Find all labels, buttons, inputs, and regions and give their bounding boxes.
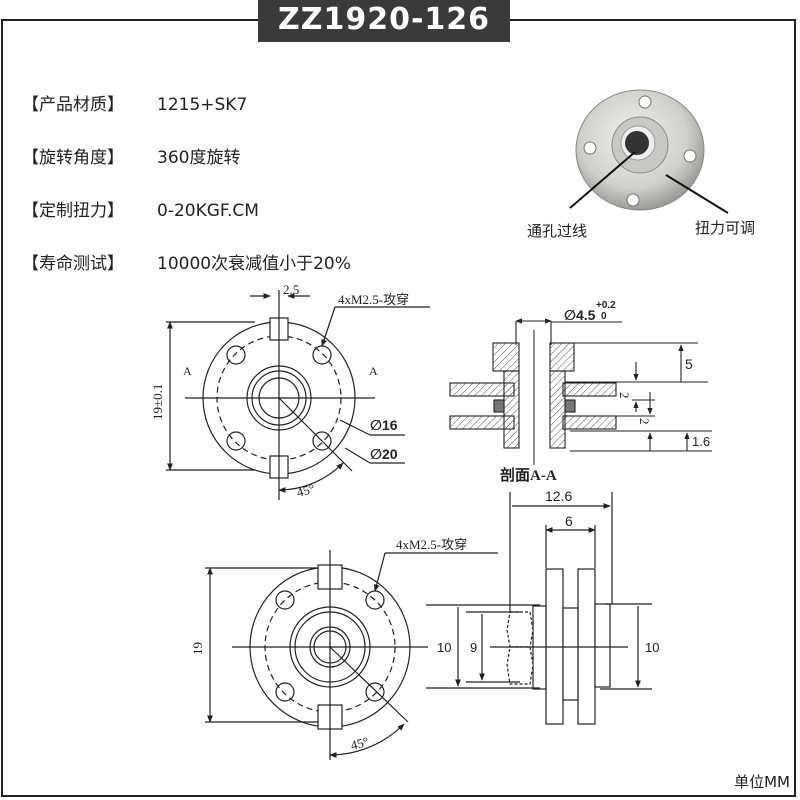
angle-dim-2: 45° [349,734,370,753]
outer-dia-dim: ∅20 [370,446,398,462]
spec-label: 【寿命测试】 [22,254,124,274]
thread-note: 4xM2.5-攻穿 [338,292,409,307]
section-caption: 剖面A-A [500,466,557,484]
gap-dim: 6 [565,513,573,529]
spec-value: 1215+SK7 [157,95,248,115]
thread-note-2: 4xM2.5-攻穿 [396,537,467,552]
product-title: ZZ1920-126 [258,0,510,42]
slot-width-dim: 2.5 [283,282,299,297]
spec-torque: 【定制扭力】 0-20KGF.CM [22,196,259,221]
spec-value: 360度旋转 [157,148,241,168]
height-dim: 19±0.1 [150,384,165,420]
nut-height-dim: 5 [685,356,693,372]
spec-lifetest: 【寿命测试】 10000次衰减值小于20% [22,249,351,274]
callout-through-hole: 通孔过线 [527,222,588,240]
plate1-dim: 2 [617,392,632,399]
spec-value: 10000次衰减值小于20% [157,254,351,274]
front-view-drawing [166,290,430,500]
pcd-dim: ∅16 [370,417,398,433]
bore-tol-lower: 0 [601,311,607,322]
section-mark-left: A [183,364,192,378]
height-dim-2: 19 [190,642,205,655]
front-view-2-drawing [205,550,498,760]
callout-adjustable-torque: 扭力可调 [695,219,756,237]
spec-rotation: 【旋转角度】 360度旋转 [22,143,240,168]
spec-label: 【旋转角度】 [22,148,124,168]
bottom-dim: 1.6 [692,434,710,449]
product-photo [569,89,729,214]
left-outer-dim: 10 [437,640,451,655]
right-dim: 10 [645,640,659,655]
bore-tol-upper: +0.2 [596,300,616,311]
length-dim: 12.6 [545,488,572,504]
spec-label: 【定制扭力】 [22,201,124,221]
section-mark-right: A [369,364,378,378]
spec-label: 【产品材质】 [22,95,124,115]
angle-dim: 45° [295,481,316,500]
plate2-dim: 2 [637,418,652,425]
side-view-drawing [426,492,652,725]
unit-label: 单位MM [734,773,790,791]
spec-value: 0-20KGF.CM [157,201,259,221]
bore-dim: ∅4.5 [564,307,596,323]
spec-material: 【产品材质】 1215+SK7 [22,90,247,115]
left-inner-dim: 9 [470,640,477,655]
section-view-drawing [449,318,712,465]
